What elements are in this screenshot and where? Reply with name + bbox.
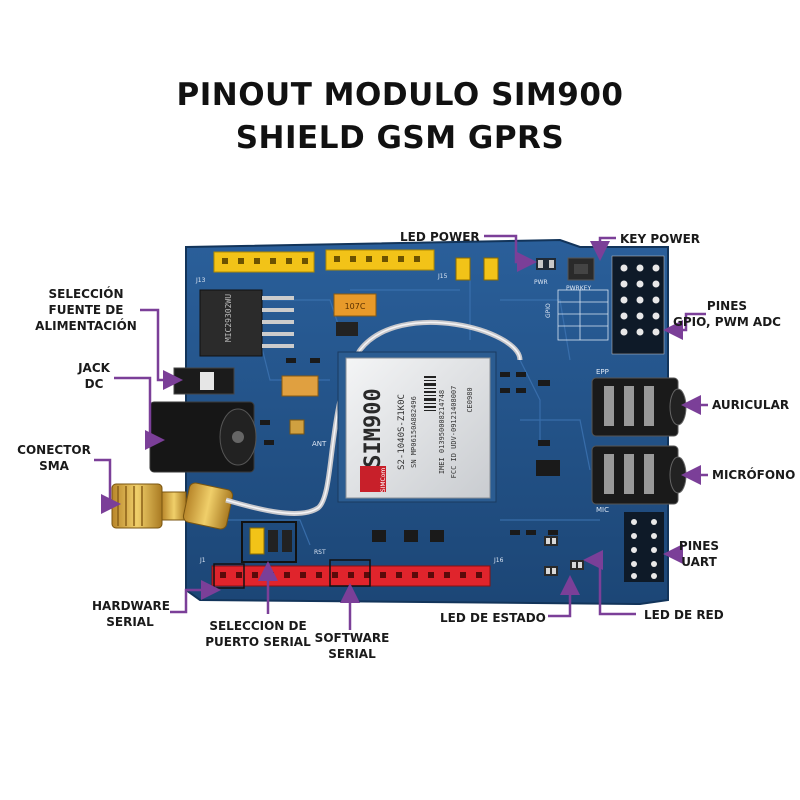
gpio-silk [557, 289, 609, 341]
ant-text: ANT [312, 440, 327, 448]
regulator-text: MIC29302WU [224, 294, 233, 342]
label-hardware-serial: HARDWARE SERIAL [92, 599, 170, 629]
chip-model-text: S2-1040S-Z1K0C [397, 394, 407, 470]
gpio-text: GPIO [545, 303, 552, 318]
smd-inductor [336, 322, 358, 336]
earphone-jack [591, 377, 687, 437]
voltage-regulator: MIC29302WU [199, 289, 294, 357]
dc-jack [149, 401, 257, 473]
label-software-serial: SOFTWARE SERIAL [314, 631, 390, 661]
uart-header [624, 512, 664, 582]
chip-fcc-text: FCC ID UDV-09121408007 [450, 386, 458, 479]
sim900-module: SIM900 S2-1040S-Z1K0C SN MP06150A882496 … [337, 351, 497, 503]
page-title: PINOUT MODULO SIM900 SHIELD GSM GPRS [0, 74, 800, 160]
label-auricular: AURICULAR [712, 398, 790, 412]
gpio-header [611, 255, 665, 355]
status-led [544, 536, 558, 546]
chip-barcode [424, 376, 436, 411]
label-pines-gpio: PINES GPIO, PWM ADC [673, 299, 781, 329]
label-seleccion-fuente: SELECCIÓN FUENTE DE ALIMENTACIÓN [35, 287, 137, 333]
chip-name-text: SIM900 [361, 388, 386, 467]
sma-connector [111, 482, 234, 530]
microphone-jack [591, 445, 687, 505]
net-led [570, 560, 584, 570]
header-j13 [213, 251, 315, 273]
chip-sn-text: SN MP06150A882496 [410, 396, 418, 468]
label-microfono: MICRÓFONO [712, 468, 796, 482]
label-pines-uart: PINES UART [678, 539, 720, 569]
capacitor-left [281, 375, 319, 397]
smd-components [260, 358, 560, 542]
status-led-2 [544, 566, 558, 576]
ufl-connector: ANT [289, 419, 327, 448]
j15-text: J15 [437, 273, 448, 280]
title-line-1: PINOUT MODULO SIM900 [176, 77, 624, 113]
header-j16 [211, 559, 491, 589]
j13-text: J13 [195, 277, 206, 284]
arrow-key-power [590, 236, 616, 261]
chip-brand-text: SIMCom [380, 468, 387, 493]
label-key-power: KEY POWER [620, 232, 701, 246]
key-power-button [567, 257, 595, 281]
power-select-switch [173, 367, 235, 395]
arrow-seleccion-fuente [140, 308, 183, 390]
arrow-hardware-serial [170, 580, 221, 614]
arrow-conector-sma [94, 458, 121, 514]
simcom-logo: SIMCom [360, 466, 387, 492]
led-power-smd [536, 258, 556, 270]
label-led-red: LED DE RED [644, 608, 724, 622]
pwrkey-text: PWRKEY [566, 285, 591, 292]
header-j15 [325, 249, 435, 271]
arrow-led-red [583, 550, 636, 616]
pwr-text: PWR [534, 279, 548, 286]
label-led-power: LED POWER [400, 230, 480, 244]
arrow-pines-gpio [663, 312, 706, 340]
arrow-led-estado [548, 575, 580, 618]
label-conector-sma: CONECTOR SMA [17, 443, 91, 473]
arrow-jack-dc [114, 376, 165, 450]
mic-text: MIC [596, 506, 609, 514]
jumpers-top [455, 257, 499, 281]
chip-imei-text: IMEI 013950008214748 [438, 390, 446, 474]
j16-text: J16 [493, 557, 504, 564]
label-seleccion-puerto: SELECCION DE PUERTO SERIAL [205, 619, 311, 649]
cap-text: 107C [345, 302, 366, 311]
tantalum-capacitor: 107C [333, 293, 377, 317]
label-led-estado: LED DE ESTADO [440, 611, 546, 625]
chip-ce-text: CE0980 [466, 387, 474, 412]
j1-text: J1 [199, 557, 206, 564]
arrow-led-power [484, 234, 537, 272]
title-line-2: SHIELD GSM GPRS [235, 120, 565, 156]
callout-arrows [94, 234, 708, 630]
label-jack-dc: JACK DC [78, 361, 110, 391]
rst-text: RST [314, 549, 326, 556]
epp-text: EPP [596, 368, 609, 376]
